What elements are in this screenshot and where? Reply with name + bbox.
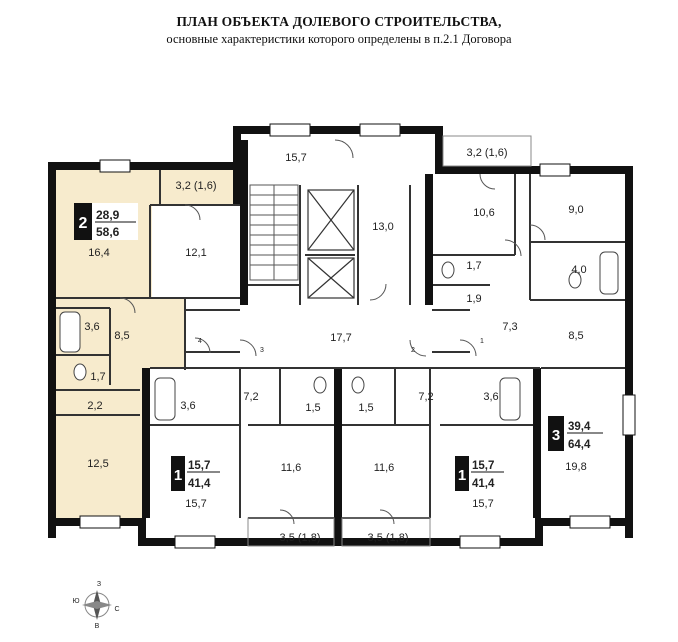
apartment-badge-3: 3 39,4 64,4 (548, 416, 604, 451)
page-subtitle: основные характеристики которого определ… (166, 32, 512, 46)
area-label: 1,9 (466, 293, 481, 305)
svg-text:С: С (114, 606, 119, 613)
svg-text:41,4: 41,4 (188, 478, 211, 490)
highlighted-apartment (55, 170, 240, 518)
area-label: 12,1 (185, 247, 206, 259)
area-label: 17,7 (330, 332, 351, 344)
area-label: 15,7 (472, 498, 493, 510)
area-label: 11,6 (281, 462, 302, 474)
area-label: 12,5 (87, 458, 108, 470)
door-swings (119, 139, 546, 525)
bathroom-fixtures (59, 251, 619, 421)
svg-text:41,4: 41,4 (472, 478, 495, 490)
area-label: 19,8 (565, 461, 586, 473)
area-label: 3,6 (483, 391, 498, 403)
area-label: 13,0 (372, 221, 393, 233)
area-label: 3,2 (1,6) (467, 147, 508, 159)
area-labels: 16,4 12,1 3,2 (1,6) 3,6 8,5 1,7 2,2 12,5… (84, 147, 586, 544)
area-label: 9,0 (568, 204, 583, 216)
svg-text:3: 3 (552, 427, 560, 444)
windows (79, 123, 636, 549)
area-label: 15,7 (285, 152, 306, 164)
balconies (247, 135, 532, 547)
svg-text:З: З (97, 581, 101, 588)
svg-text:Ю: Ю (72, 598, 79, 605)
svg-text:15,7: 15,7 (472, 460, 494, 472)
svg-text:28,9: 28,9 (96, 208, 120, 222)
apartment-badge-1-left: 1 15,7 41,4 (171, 456, 221, 491)
area-label: 1,5 (358, 402, 373, 414)
svg-text:58,6: 58,6 (96, 225, 120, 239)
door-number: 4 (198, 338, 202, 345)
svg-text:15,7: 15,7 (188, 460, 210, 472)
area-label: 7,2 (418, 391, 433, 403)
area-label: 16,4 (88, 247, 109, 259)
apartment-badge-1-right: 1 15,7 41,4 (455, 456, 505, 491)
page-title: ПЛАН ОБЪЕКТА ДОЛЕВОГО СТРОИТЕЛЬСТВА, (176, 14, 502, 29)
area-label: 3,6 (180, 400, 195, 412)
exterior-walls (48, 126, 633, 546)
door-numbers: 1 2 3 4 (198, 338, 484, 354)
area-label: 3,5 (1,8) (368, 532, 409, 544)
svg-text:64,4: 64,4 (568, 439, 591, 451)
area-label: 3,6 (84, 321, 99, 333)
area-label: 8,5 (114, 330, 129, 342)
compass-rose: З Ю С В (72, 581, 119, 630)
elevator-shafts (307, 189, 355, 299)
area-label: 15,7 (185, 498, 206, 510)
area-label: 4,0 (571, 264, 586, 276)
svg-text:1: 1 (174, 467, 182, 484)
area-label: 2,2 (87, 400, 102, 412)
apartment-badge-2: 2 28,9 58,6 (74, 203, 138, 240)
door-number: 3 (260, 347, 264, 354)
svg-text:1: 1 (458, 467, 466, 484)
area-label: 7,2 (243, 391, 258, 403)
area-label: 8,5 (568, 330, 583, 342)
svg-text:В: В (95, 623, 100, 630)
area-label: 3,2 (1,6) (176, 180, 217, 192)
area-label: 7,3 (502, 321, 517, 333)
area-label: 11,6 (374, 462, 395, 474)
door-number: 1 (480, 338, 484, 345)
area-label: 1,5 (305, 402, 320, 414)
svg-text:39,4: 39,4 (568, 421, 591, 433)
area-label: 10,6 (473, 207, 494, 219)
door-number: 2 (411, 347, 415, 354)
area-label: 1,7 (466, 260, 481, 272)
area-label: 1,7 (90, 371, 105, 383)
area-label: 3,5 (1,8) (280, 532, 321, 544)
stairwell (249, 184, 299, 281)
svg-text:2: 2 (79, 215, 88, 232)
